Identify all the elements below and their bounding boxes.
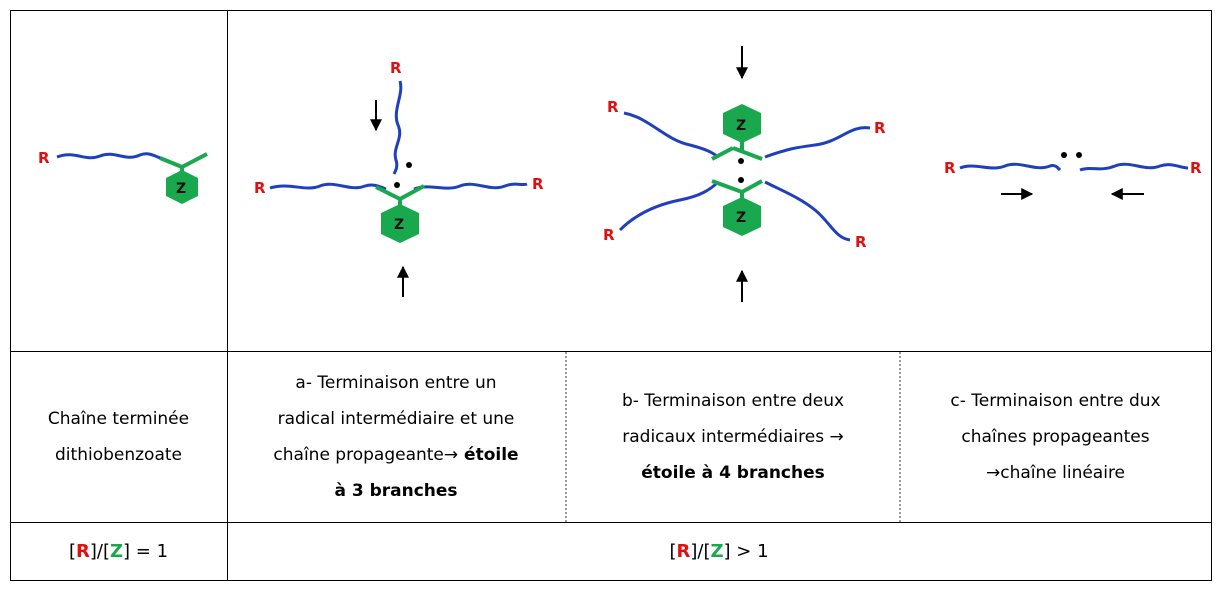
polymer-chain — [764, 126, 871, 159]
z-label: Z — [736, 118, 746, 134]
z-hexagon — [723, 197, 761, 236]
z-hexagon — [166, 170, 198, 204]
radical-dot — [1076, 152, 1082, 158]
ratio-z: Z — [109, 540, 124, 562]
z-hexagon — [723, 104, 761, 143]
r-label: R — [944, 159, 956, 177]
cell-four-arm-star: b- Terminaison entre deux radicaux inter… — [567, 352, 899, 522]
cell-text-part: radicaux intermédiaires — [622, 427, 830, 447]
cell-line: à 3 branches — [334, 481, 458, 501]
cell-line: radicaux intermédiaires → — [622, 419, 844, 455]
r-label: R — [874, 119, 886, 137]
ratio-part: [ — [68, 540, 76, 562]
arrow-glyph: → — [985, 463, 1001, 483]
polymer-chain — [413, 182, 528, 191]
polymer-chain — [56, 152, 166, 162]
propagating-chain — [1079, 162, 1189, 172]
cell-line: chaînes propageantes — [961, 427, 1150, 447]
thio-bond — [732, 146, 763, 161]
cell-linear-chain: c- Terminaison entre dux chaînes propage… — [901, 352, 1210, 522]
table-frame — [10, 10, 1212, 581]
ratio-part: ]/[ — [690, 540, 711, 562]
r-label: R — [603, 226, 615, 244]
r-label: R — [38, 149, 50, 167]
dotted-divider-1 — [565, 352, 567, 522]
dithiobenzoate-chain: R Z — [38, 149, 208, 204]
r-label: R — [532, 175, 544, 193]
ratio-z: Z — [710, 540, 724, 562]
polymer-chain — [623, 111, 719, 159]
thio-bond — [375, 185, 401, 201]
z-label: Z — [394, 217, 404, 233]
cell-line: étoile à 4 branches — [641, 463, 825, 483]
r-label: R — [607, 98, 619, 116]
z-hexagon — [381, 204, 419, 243]
column-divider — [227, 10, 228, 580]
dotted-divider-2 — [899, 352, 901, 522]
cell-three-arm-star: a- Terminaison entre un radical interméd… — [228, 352, 564, 522]
radical-dot — [406, 162, 412, 168]
ratio-part: ] > 1 — [723, 540, 769, 562]
radical-dot — [394, 182, 400, 188]
cell-line: dithiobenzoate — [55, 445, 182, 465]
polymer-chain — [269, 182, 387, 191]
thio-bond — [159, 156, 183, 169]
thio-bond — [711, 146, 734, 161]
z-label: Z — [736, 210, 746, 226]
arrow-glyph: → — [829, 427, 844, 447]
cell-line: a- Terminaison entre un — [295, 373, 497, 393]
r-label: R — [1190, 159, 1202, 177]
ratio-equal: [R]/[Z] = 1 — [10, 523, 227, 579]
cell-dithiobenzoate: Chaîne terminée dithiobenzoate — [10, 352, 227, 522]
z-label: Z — [176, 181, 186, 197]
thio-bond — [741, 179, 763, 194]
thio-bond — [711, 179, 743, 194]
thio-bond — [399, 184, 425, 201]
row-divider-2 — [10, 522, 1212, 523]
polymer-chain — [618, 180, 720, 232]
ratio-greater: [R]/[Z] > 1 — [228, 523, 1210, 579]
cell-line: →chaîne linéaire — [986, 455, 1125, 491]
thio-bond — [181, 152, 208, 169]
r-label: R — [855, 233, 867, 251]
row-divider-1 — [10, 351, 1212, 352]
radical-dot — [738, 158, 744, 164]
mechanism-diagram: R Z R R R Z R R — [38, 46, 1202, 302]
cell-text-bold: étoile — [458, 445, 519, 465]
ratio-r: R — [676, 540, 691, 562]
ratio-part: [ — [669, 540, 677, 562]
propagating-chain — [392, 80, 403, 175]
cell-text-part: chaîne linéaire — [1000, 463, 1126, 483]
ratio-part: ]/[ — [89, 540, 110, 562]
radical-dot — [1061, 152, 1067, 158]
cell-line: Chaîne terminée — [47, 409, 190, 429]
linear-coupling: R R — [944, 152, 1202, 200]
propagating-chain — [959, 162, 1062, 172]
cell-line: radical intermédiaire et une — [277, 409, 515, 429]
cell-line: c- Terminaison entre dux — [950, 391, 1161, 411]
four-arm-star: R R R R Z Z — [603, 46, 886, 302]
r-label: R — [254, 179, 266, 197]
arrow-glyph: → — [443, 445, 459, 465]
radical-dot — [738, 177, 744, 183]
three-arm-star: R R R Z — [254, 59, 544, 297]
cell-line: chaîne propageante→ étoile — [273, 437, 518, 473]
cell-text-part: chaîne propageante — [273, 445, 444, 465]
ratio-r: R — [75, 540, 90, 562]
polymer-chain — [764, 180, 851, 242]
ratio-part: ] = 1 — [123, 540, 169, 562]
cell-line: b- Terminaison entre deux — [621, 391, 845, 411]
r-label: R — [390, 59, 402, 77]
